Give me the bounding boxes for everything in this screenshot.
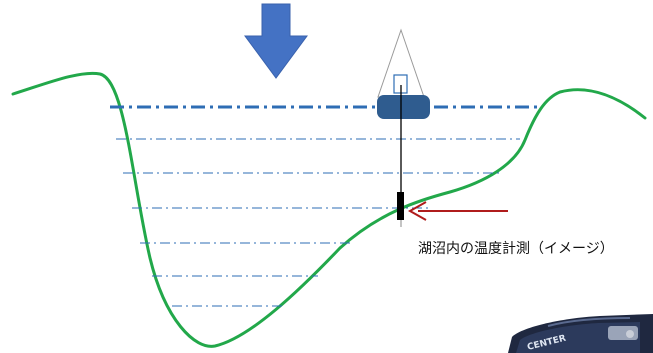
lake-outline — [11, 71, 647, 348]
data-logger-device: CENTER — [508, 314, 653, 353]
temperature-sensor — [397, 192, 404, 220]
down-arrow-icon — [244, 3, 308, 79]
diagram-caption: 湖沼内の温度計測（イメージ） — [418, 241, 614, 257]
pointer-arrow-head — [407, 201, 427, 221]
buoy — [377, 95, 430, 119]
